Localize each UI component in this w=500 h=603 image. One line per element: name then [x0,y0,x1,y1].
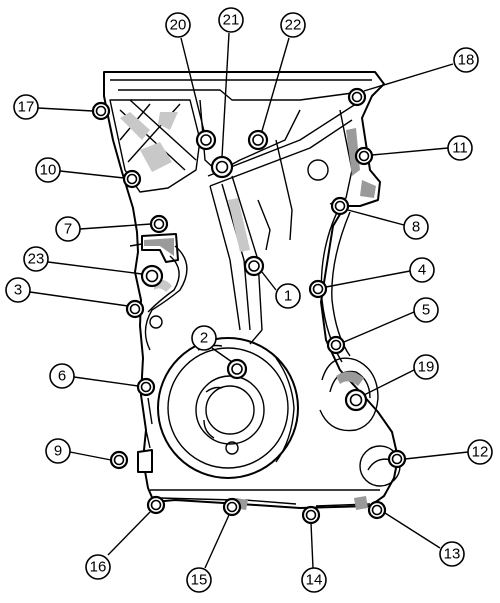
svg-text:14: 14 [306,572,323,589]
svg-text:18: 18 [458,52,475,69]
bolt-18 [347,87,367,107]
callout-20: 20 [165,12,191,38]
callout-21: 21 [218,7,244,33]
bolt-22 [247,129,269,151]
svg-text:8: 8 [412,219,420,236]
callout-3: 3 [5,277,31,303]
bolt-5 [326,335,346,355]
bolt-20 [195,129,217,151]
svg-text:7: 7 [64,221,72,238]
callout-17: 17 [13,94,39,120]
bolt-2 [226,358,248,380]
svg-text:4: 4 [418,262,426,279]
callout-14: 14 [301,567,327,593]
bolt-13 [367,500,387,520]
svg-text:17: 17 [18,99,35,116]
svg-text:5: 5 [422,302,430,319]
callout-18: 18 [453,47,479,73]
svg-text:20: 20 [170,17,187,34]
bolt-21 [210,155,234,179]
svg-text:2: 2 [200,330,208,347]
bolt-4 [308,279,328,299]
svg-text:15: 15 [191,572,208,589]
svg-text:1: 1 [284,288,292,305]
svg-text:21: 21 [223,12,240,29]
svg-text:13: 13 [444,546,461,563]
bolt-3 [125,299,145,319]
callout-19: 19 [413,354,439,380]
callout-13: 13 [439,541,465,567]
bolt-7 [149,214,169,234]
svg-text:9: 9 [54,443,62,460]
callout-7: 7 [55,216,81,242]
callout-8: 8 [403,214,429,240]
callout-23: 23 [23,246,49,272]
bolt-1 [243,255,265,277]
bolt-19 [344,388,368,412]
callouts: 1 2 3 4 5 6 7 8 9 10 11 12 13 14 15 16 1… [5,7,493,593]
callout-15: 15 [186,567,212,593]
svg-text:19: 19 [418,359,435,376]
svg-text:3: 3 [14,282,22,299]
svg-text:16: 16 [90,559,107,576]
callout-22: 22 [280,12,306,38]
callout-1: 1 [275,283,301,309]
callout-6: 6 [49,363,75,389]
bolt-11 [354,146,374,166]
svg-text:22: 22 [285,17,302,34]
cover-body [103,71,401,510]
bolt-9 [109,450,129,470]
callout-12: 12 [467,439,493,465]
callout-11: 11 [447,135,473,161]
bolt-10 [122,169,142,189]
callout-5: 5 [413,297,439,323]
bolt-12 [387,449,407,469]
callout-9: 9 [45,438,71,464]
bolt-6 [136,377,156,397]
callout-4: 4 [409,257,435,283]
svg-text:6: 6 [58,368,66,385]
bolt-14 [301,505,321,525]
leader-lines [29,32,469,569]
bolt-17 [91,101,111,121]
svg-text:11: 11 [452,140,468,157]
callout-16: 16 [85,554,111,580]
svg-text:12: 12 [472,444,489,461]
svg-text:10: 10 [40,162,57,179]
callout-10: 10 [35,157,61,183]
bolt-23 [140,264,164,288]
callout-2: 2 [191,325,217,351]
bolt-8 [330,196,350,216]
svg-text:23: 23 [28,251,45,268]
bolt-16 [146,495,166,515]
bolt-15 [222,497,242,517]
